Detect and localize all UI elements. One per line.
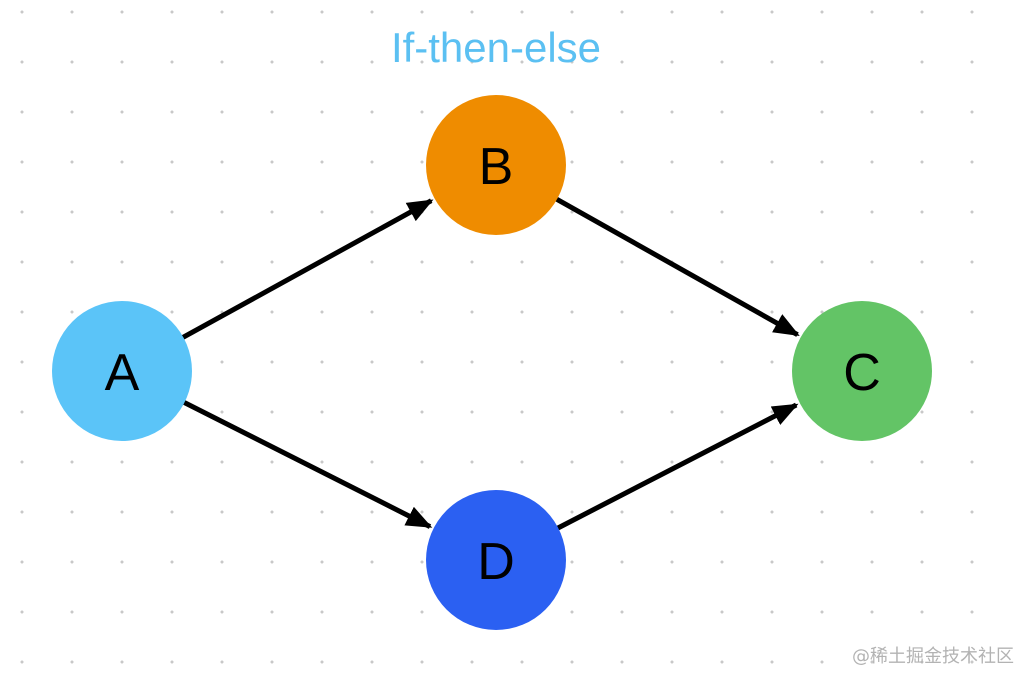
nodes-group: A B C D: [52, 95, 932, 630]
node-c-label: C: [843, 344, 881, 402]
node-b[interactable]: B: [426, 95, 566, 235]
node-c-circle: [792, 301, 932, 441]
edges-group: [176, 194, 800, 533]
diagram-title: If-then-else: [391, 24, 601, 71]
node-d-label: D: [477, 533, 515, 591]
node-a[interactable]: A: [52, 301, 192, 441]
node-c[interactable]: C: [792, 301, 932, 441]
node-a-label: A: [105, 344, 140, 402]
node-b-label: B: [479, 138, 514, 196]
edge-a-to-b: [176, 198, 434, 343]
edge-d-to-c: [551, 402, 799, 533]
watermark-text: @稀土掘金技术社区: [852, 646, 1014, 667]
node-a-circle: [52, 301, 192, 441]
node-d-circle: [426, 490, 566, 630]
edge-b-to-c: [550, 194, 800, 337]
node-d[interactable]: D: [426, 490, 566, 630]
edge-a-to-d: [177, 397, 433, 529]
node-b-circle: [426, 95, 566, 235]
